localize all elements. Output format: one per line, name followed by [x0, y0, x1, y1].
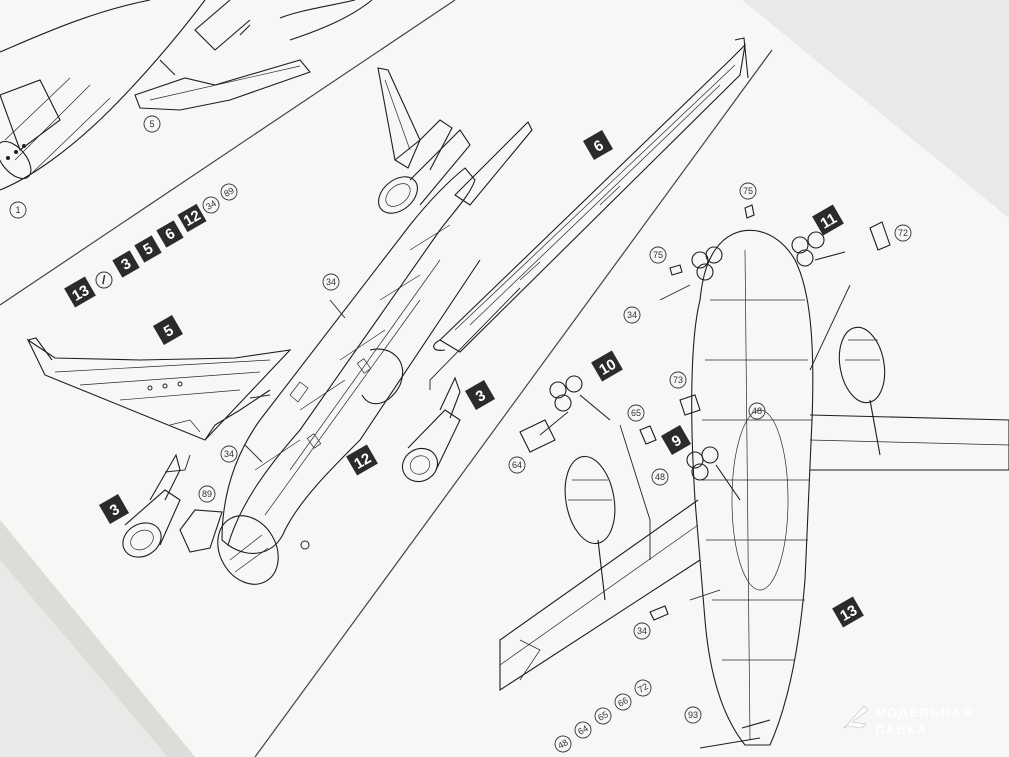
svg-text:72: 72: [898, 228, 908, 238]
left-engine-drawing: [122, 453, 223, 558]
svg-text:89: 89: [202, 489, 212, 499]
step-badge: 10: [591, 350, 623, 382]
svg-text:48: 48: [752, 406, 762, 416]
glue-icon: [95, 271, 113, 289]
step-badge: 6: [582, 129, 614, 161]
svg-text:1: 1: [15, 205, 20, 215]
watermark-line2: ЛАВКА: [875, 722, 928, 737]
assembly-arrows: [164, 284, 851, 601]
svg-text:11: 11: [818, 210, 840, 233]
svg-text:75: 75: [653, 250, 663, 260]
right-wing-drawing: [433, 37, 749, 353]
fuselage-fragment-drawing: [0, 0, 373, 191]
svg-text:13: 13: [837, 602, 860, 625]
circled-part: 48: [748, 402, 766, 420]
circled-part: 1: [9, 201, 27, 219]
svg-text:34: 34: [224, 449, 234, 459]
step-badge: 9: [660, 424, 692, 456]
landing-gear-drawing: [549, 231, 846, 501]
svg-text:5: 5: [149, 119, 154, 129]
step-badge: 13: [832, 596, 864, 628]
step-badge: 11: [812, 204, 844, 236]
step-sequence: 12: [177, 203, 207, 233]
underside-fuselage-drawing: [691, 229, 814, 746]
watermark: МОДЕЛЬНАЯ ЛАВКА: [843, 705, 974, 737]
svg-text:89: 89: [222, 185, 236, 199]
svg-text:12: 12: [181, 207, 204, 230]
circled-part: 89: [198, 485, 216, 503]
svg-text:64: 64: [512, 460, 522, 470]
circled-part: 64: [508, 456, 526, 474]
watermark-line1: МОДЕЛЬНАЯ: [875, 705, 974, 720]
step-badge: 12: [346, 444, 378, 476]
circled-part: 48: [651, 468, 669, 486]
small-parts-drawing: [519, 204, 891, 749]
panel-divider-middle: [254, 49, 773, 757]
circled-part: 34: [202, 196, 220, 214]
panel-divider-top: [0, 0, 456, 306]
underside-engines-drawing: [564, 326, 886, 601]
step-sequence: 3: [112, 250, 140, 278]
step-badge: 3: [98, 493, 130, 525]
step-badge: 3: [464, 379, 496, 411]
svg-text:34: 34: [204, 198, 218, 212]
left-wing-drawing: [26, 337, 292, 441]
svg-text:34: 34: [326, 277, 336, 287]
circled-part: 93: [684, 706, 702, 724]
svg-text:13: 13: [69, 282, 92, 305]
step-sequence: 13: [64, 276, 96, 308]
parts-row: 66: [614, 693, 632, 711]
main-fuselage-drawing: [217, 67, 533, 585]
parts-row: 64: [574, 721, 592, 739]
svg-text:48: 48: [655, 472, 665, 482]
parts-row: 48: [554, 735, 572, 753]
underside-wings-drawing: [499, 414, 1009, 692]
svg-text:34: 34: [330, 274, 340, 284]
svg-text:65: 65: [596, 709, 610, 723]
svg-text:72: 72: [636, 681, 650, 695]
parts-row: 65: [594, 707, 612, 725]
circled-part: 65: [627, 404, 645, 422]
svg-text:93: 93: [688, 710, 698, 720]
circled-part: 75: [739, 182, 757, 200]
circled-part: 75: [649, 246, 667, 264]
circled-part: 73: [669, 371, 687, 389]
right-engine-drawing: [401, 376, 461, 483]
svg-text:10: 10: [596, 356, 619, 379]
svg-text:12: 12: [351, 450, 374, 473]
parts-row: 72: [634, 679, 652, 697]
plane-logo-icon: [843, 705, 869, 729]
svg-text:75: 75: [743, 186, 753, 196]
circled-part: 5: [143, 115, 161, 133]
svg-text:65: 65: [631, 408, 641, 418]
circled-part: 34: [633, 622, 651, 640]
circled-part: 72: [894, 224, 912, 242]
circled-part: 34: [623, 306, 641, 324]
step-sequence: 6: [156, 220, 184, 248]
svg-text:48: 48: [556, 737, 570, 751]
step-badge: 5: [152, 314, 184, 346]
step-sequence: 5: [134, 235, 162, 263]
circled-part: 34: [322, 273, 340, 291]
svg-text:64: 64: [576, 723, 590, 737]
svg-text:34: 34: [637, 626, 647, 636]
circled-part: 34: [220, 445, 238, 463]
svg-text:34: 34: [627, 310, 637, 320]
svg-text:66: 66: [616, 695, 630, 709]
circled-part: 89: [220, 183, 238, 201]
svg-text:73: 73: [673, 375, 683, 385]
